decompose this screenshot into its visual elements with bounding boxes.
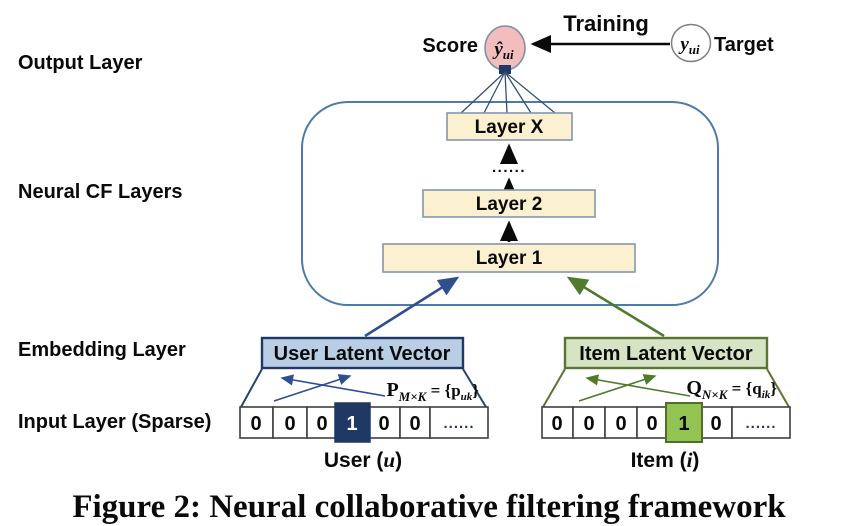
item-cell-4: 1 [678, 413, 689, 435]
item-matrix-symbol: Q [686, 377, 702, 399]
target-var: y [678, 34, 689, 55]
figure-caption: Figure 2: Neural collaborative filtering… [72, 489, 786, 525]
fan-knot [499, 65, 511, 74]
user-hot-cell [334, 402, 371, 443]
user-trapezoid-left [240, 368, 263, 408]
layer-1-label: Layer 1 [476, 248, 543, 269]
score-var: ŷ [492, 39, 503, 60]
item-trapezoid-right [766, 368, 790, 408]
target-node-symbol: yui [678, 34, 700, 57]
item-cell-0: 0 [551, 413, 562, 435]
item-cell-2: 0 [615, 413, 626, 435]
user-cell-6: ...... [443, 415, 474, 432]
user-cell-0: 0 [250, 413, 261, 435]
item-latent-box [563, 336, 769, 370]
item-axis-var: i [687, 448, 693, 472]
user-lookup-arrows [273, 374, 386, 402]
score-node-symbol: ŷui [492, 39, 514, 62]
user-matrix-eq: = { [426, 381, 451, 400]
item-embedding-arrow [566, 276, 665, 338]
user-axis-pre: User ( [324, 449, 384, 472]
user-axis-label: User (u) [324, 448, 402, 472]
user-vector-subscript: uk [461, 391, 473, 403]
user-axis-var: u [383, 448, 395, 472]
item-axis-label: Item (i) [631, 448, 700, 472]
user-trapezoid-right [462, 368, 487, 408]
label-input-layer: Input Layer (Sparse) [18, 411, 211, 433]
user-embedding-arrow [364, 276, 460, 338]
user-matrix-formula: PM×K = {puk} [386, 379, 479, 404]
layers-ellipsis: ...... [492, 159, 526, 176]
item-cell-1: 0 [583, 413, 594, 435]
label-output-layer: Output Layer [18, 52, 143, 74]
score-subscript: ui [503, 47, 514, 62]
item-lookup-arrows [578, 374, 691, 402]
user-matrix-symbol: P [386, 379, 398, 401]
target-node-circle [670, 23, 712, 63]
item-cell-5: 0 [710, 413, 721, 435]
item-latent-label: Item Latent Vector [579, 343, 753, 365]
label-neural-cf-layers: Neural CF Layers [18, 181, 183, 203]
item-vector-symbol: q [752, 379, 762, 398]
item-vector-subscript: ik [762, 389, 771, 401]
item-hot-cell [665, 402, 703, 443]
training-label: Training [563, 11, 649, 36]
target-label: Target [714, 34, 774, 56]
user-cell-4: 0 [378, 413, 389, 435]
user-cell-2: 0 [316, 413, 327, 435]
item-trapezoid-left [542, 368, 566, 408]
layer-x-box [446, 112, 573, 141]
user-cell-1: 0 [284, 413, 295, 435]
user-cell-5: 0 [409, 413, 420, 435]
user-latent-label: User Latent Vector [274, 343, 451, 365]
fan-lines [460, 71, 556, 114]
layer-2-label: Layer 2 [476, 194, 543, 215]
user-latent-box [260, 336, 465, 370]
user-vector-symbol: p [451, 381, 460, 400]
user-axis-post: ) [395, 449, 402, 472]
user-cell-3: 1 [346, 413, 357, 435]
score-label: Score [422, 35, 478, 57]
label-embedding-layer: Embedding Layer [18, 339, 186, 361]
item-axis-pre: Item ( [631, 449, 687, 472]
layer-1-box [382, 243, 636, 273]
item-matrix-eq: = { [727, 379, 752, 398]
item-sparse-vector: 0 0 0 0 1 0 ...... [541, 402, 791, 443]
neural-cf-box [301, 101, 719, 306]
target-subscript: ui [689, 42, 700, 57]
user-matrix-dims: M×K [398, 389, 428, 404]
user-matrix-close: } [472, 381, 479, 400]
item-matrix-close: } [770, 379, 777, 398]
item-matrix-dims: N×K [701, 387, 729, 402]
user-sparse-vector: 0 0 0 1 0 0 ...... [239, 402, 489, 443]
item-matrix-formula: QN×K = {qik} [686, 377, 777, 402]
layer-x-label: Layer X [475, 117, 544, 138]
layer-2-box [422, 189, 596, 218]
item-cell-3: 0 [646, 413, 657, 435]
item-cell-6: ...... [745, 415, 776, 432]
item-axis-post: ) [692, 449, 699, 472]
